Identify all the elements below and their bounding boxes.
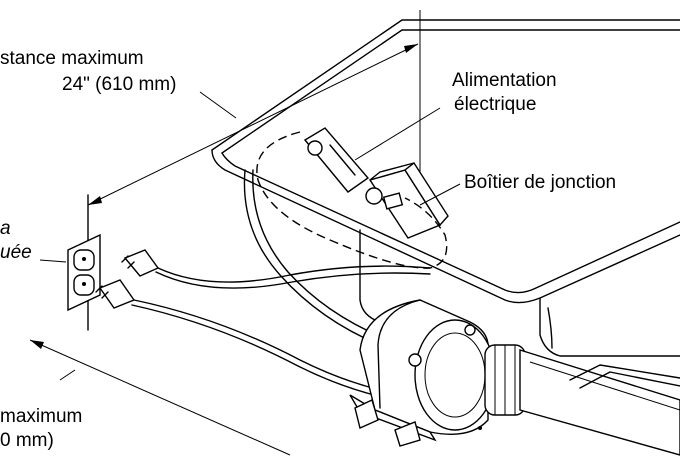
power-cords	[95, 169, 431, 397]
bottom-distance-label-line2: 0 mm)	[0, 430, 54, 451]
bottom-dimension-line	[29, 339, 291, 456]
junction-box-label: Boîtier de jonction	[464, 172, 617, 193]
top-distance-label-line1: stance maximum	[0, 48, 144, 69]
outlet-label-line1: a	[0, 218, 11, 239]
pump-motor	[349, 299, 680, 456]
outlet-leader	[39, 259, 67, 263]
power-leader	[354, 107, 441, 161]
junction-box	[365, 161, 449, 239]
tub-rim	[211, 19, 680, 357]
outlet-label-line2: uée	[0, 242, 32, 263]
power-label-line1: Alimentation	[452, 70, 557, 91]
top-dimension-leader	[199, 91, 237, 119]
power-label-line2: électrique	[454, 94, 537, 115]
top-distance-label-line2: 24" (610 mm)	[62, 74, 177, 95]
junction-leader	[419, 183, 461, 206]
power-supply-plug	[303, 127, 370, 193]
bottom-dimension-leader	[59, 369, 76, 381]
bottom-distance-label-line1: maximum	[0, 406, 83, 427]
wall-outlet	[67, 194, 101, 331]
access-outline	[256, 131, 448, 269]
